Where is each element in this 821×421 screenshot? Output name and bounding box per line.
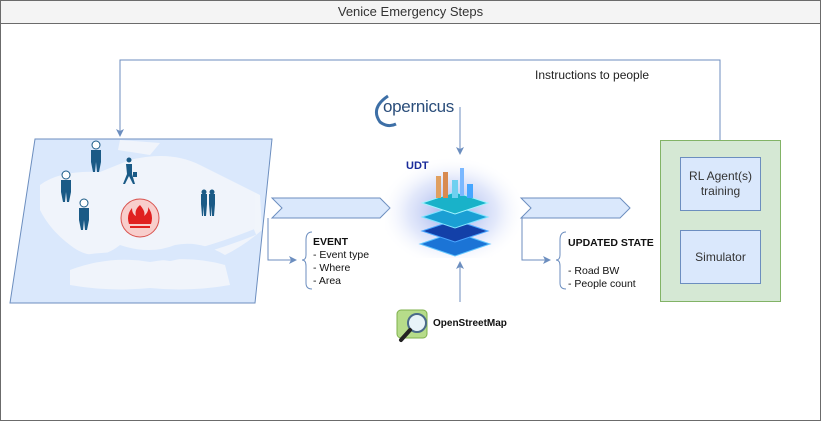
person-icon xyxy=(61,170,71,202)
event-item: - Where xyxy=(313,262,351,274)
rl-agent-label-line2: training xyxy=(700,184,741,198)
event-info: EVENT - Event type - Where - Area xyxy=(313,236,369,288)
simulator-box[interactable]: Simulator xyxy=(680,230,761,284)
udt-image[interactable] xyxy=(385,156,520,258)
venice-map[interactable] xyxy=(9,138,273,304)
event-item: - Event type xyxy=(313,249,370,261)
copernicus-swoosh-icon xyxy=(374,94,397,128)
event-connector xyxy=(267,218,297,264)
step-arrow-event xyxy=(270,197,391,219)
grand-canal xyxy=(59,229,257,265)
rl-agent-box[interactable]: RL Agent(s) training xyxy=(680,157,761,211)
rl-agent-label-line1: RL Agent(s) xyxy=(689,169,752,183)
updated-state-items: - Road BW - People count xyxy=(568,265,636,291)
magnifier-icon xyxy=(407,313,427,333)
simulator-label: Simulator xyxy=(695,249,746,264)
fire-hazard[interactable] xyxy=(120,198,160,238)
walking-person-icon xyxy=(123,157,137,184)
diagram-title: Venice Emergency Steps xyxy=(1,1,820,24)
event-heading: EVENT xyxy=(313,236,349,248)
copernicus-wordmark: opernicus xyxy=(383,97,455,116)
feedback-connector xyxy=(116,59,721,140)
event-item: - Area xyxy=(313,275,342,287)
state-connector xyxy=(521,218,551,264)
updated-state-heading: UPDATED STATE xyxy=(568,237,654,249)
person-icon xyxy=(91,140,101,172)
fire-icon xyxy=(128,205,152,224)
feedback-label: Instructions to people xyxy=(535,68,650,82)
step-arrow-state xyxy=(519,197,631,219)
openstreetmap-logo xyxy=(396,309,428,342)
copernicus-logo xyxy=(374,94,397,128)
person-icon xyxy=(201,189,207,216)
state-item: - People count xyxy=(568,278,636,290)
person-icon xyxy=(79,198,89,230)
openstreetmap-label: OpenStreetMap xyxy=(433,318,507,329)
state-brace xyxy=(555,231,567,290)
udt-label: UDT xyxy=(406,160,429,172)
person-icon xyxy=(209,189,215,216)
state-item: - Road BW xyxy=(568,265,620,277)
event-brace xyxy=(301,231,313,290)
people-icons xyxy=(61,140,215,230)
